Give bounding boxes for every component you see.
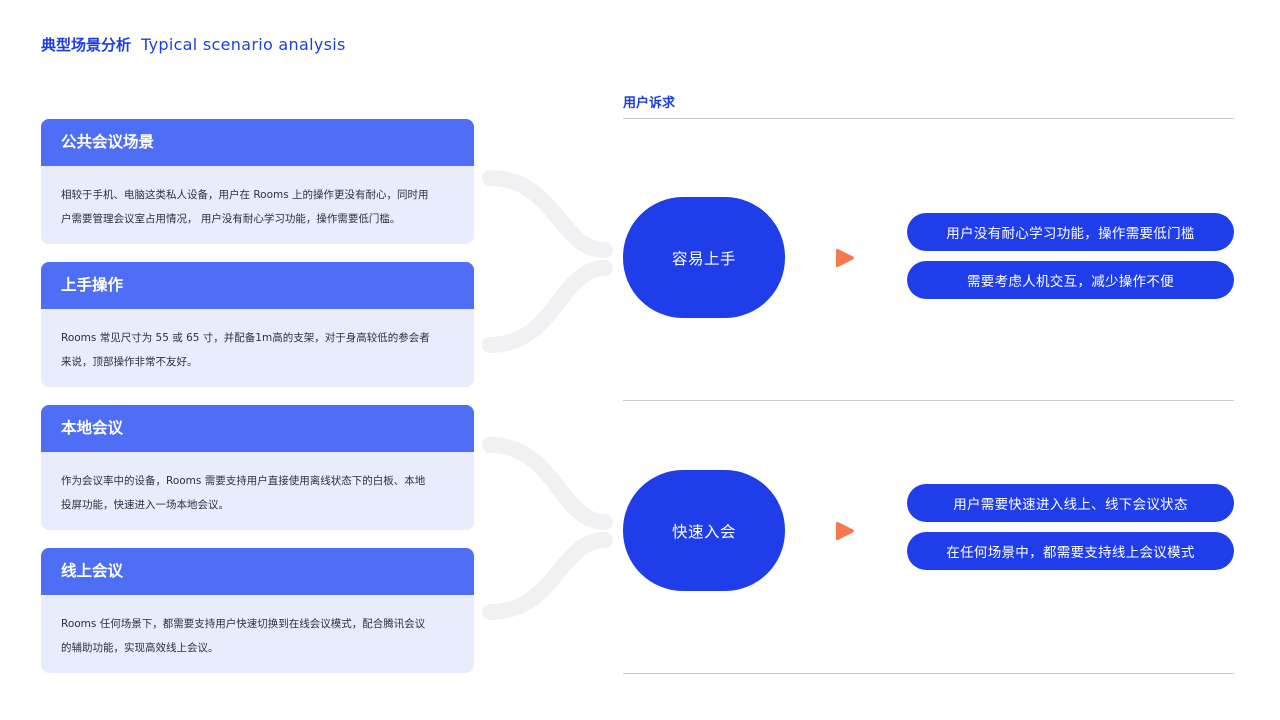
scenario-card-title: 线上会议: [41, 548, 474, 595]
scenario-card-easy-operation: 上手操作 Rooms 常见尺寸为 55 或 65 寸，并配备1m高的支架，对于身…: [41, 262, 474, 387]
description-line: 相较于手机、电脑这类私人设备，用户在 Rooms 上的操作更没有耐心，同时用: [61, 189, 429, 201]
scenario-card-title: 上手操作: [41, 262, 474, 309]
need-pill: 需要考虑人机交互，减少操作不便: [907, 261, 1234, 299]
page-title-en: Typical scenario analysis: [141, 35, 346, 54]
description-line: Rooms 常见尺寸为 55 或 65 寸，并配备1m高的支架，对于身高较低的参…: [61, 332, 430, 344]
need-pill: 在任何场景中，都需要支持线上会议模式: [907, 532, 1234, 570]
description-line: 来说，顶部操作非常不友好。: [61, 356, 198, 368]
scenario-card-local-meeting: 本地会议 作为会议率中的设备，Rooms 需要支持用户直接使用离线状态下的白板、…: [41, 405, 474, 530]
description-line: 投屏功能，快速进入一场本地会议。: [61, 499, 229, 511]
play-triangle-icon: [836, 521, 854, 541]
connector-curve-1b: [482, 260, 613, 353]
need-pill: 用户没有耐心学习功能，操作需要低门槛: [907, 213, 1234, 251]
scenario-card-online-meeting: 线上会议 Rooms 任何场景下，都需要支持用户快速切换到在线会议模式，配合腾讯…: [41, 548, 474, 673]
scenario-card-description: 相较于手机、电脑这类私人设备，用户在 Rooms 上的操作更没有耐心，同时用 户…: [41, 166, 474, 231]
scenario-card-description: 作为会议率中的设备，Rooms 需要支持用户直接使用离线状态下的白板、本地 投屏…: [41, 452, 474, 517]
scenario-card-title: 公共会议场景: [41, 119, 474, 166]
description-line: Rooms 任何场景下，都需要支持用户快速切换到在线会议模式，配合腾讯会议: [61, 618, 426, 630]
need-blob-quick-join: 快速入会: [623, 470, 785, 591]
divider-top: [623, 118, 1234, 119]
divider-bottom: [623, 673, 1234, 674]
description-line: 户需要管理会议室占用情况， 用户没有耐心学习功能，操作需要低门槛。: [61, 213, 401, 225]
page-header: 典型场景分析 Typical scenario analysis: [41, 34, 346, 55]
scenario-card-title: 本地会议: [41, 405, 474, 452]
divider-middle: [623, 400, 1234, 401]
need-blob-easy-to-use: 容易上手: [623, 197, 785, 318]
connector-curve-2b: [482, 532, 613, 620]
page-title-cn: 典型场景分析: [41, 36, 132, 54]
need-pill: 用户需要快速进入线上、线下会议状态: [907, 484, 1234, 522]
scenario-card-public-meeting: 公共会议场景 相较于手机、电脑这类私人设备，用户在 Rooms 上的操作更没有耐…: [41, 119, 474, 244]
connector-curve-1a: [482, 170, 613, 258]
description-line: 的辅助功能，实现高效线上会议。: [61, 642, 219, 654]
connector-curve-2a: [482, 437, 613, 530]
description-line: 作为会议率中的设备，Rooms 需要支持用户直接使用离线状态下的白板、本地: [61, 475, 426, 487]
scenario-card-description: Rooms 常见尺寸为 55 或 65 寸，并配备1m高的支架，对于身高较低的参…: [41, 309, 474, 374]
play-triangle-icon: [836, 248, 854, 268]
user-needs-label: 用户诉求: [623, 96, 676, 111]
scenario-card-description: Rooms 任何场景下，都需要支持用户快速切换到在线会议模式，配合腾讯会议 的辅…: [41, 595, 474, 660]
